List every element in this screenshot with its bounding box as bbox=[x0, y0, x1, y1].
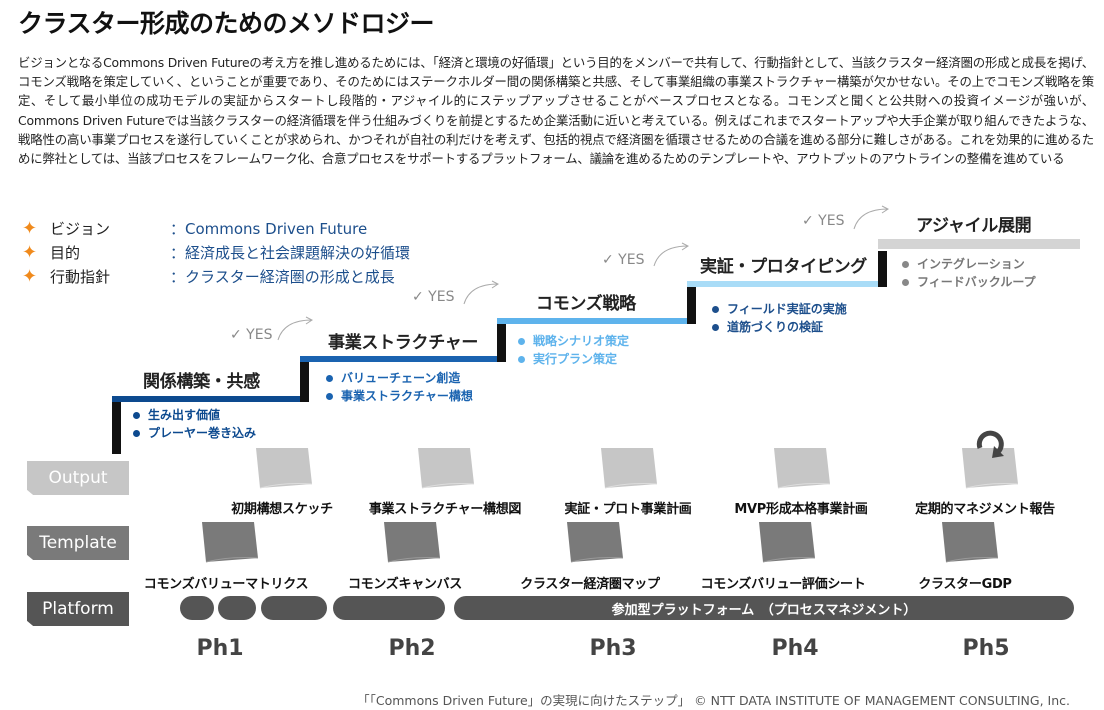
step-title-3: コモンズ戦略 bbox=[536, 294, 636, 314]
row-label-template: Template bbox=[27, 526, 129, 560]
step-title-1: 関係構築・共感 bbox=[143, 372, 260, 392]
document-icon bbox=[256, 448, 313, 489]
step-bar-2 bbox=[300, 356, 506, 362]
step-bar-3 bbox=[497, 318, 696, 324]
step-riser-3 bbox=[497, 324, 506, 362]
template-label: クラスターGDP bbox=[918, 577, 1012, 592]
step-riser-4 bbox=[687, 287, 696, 324]
yes-label-2: ✓ YES bbox=[412, 289, 455, 305]
document-icon bbox=[774, 448, 831, 489]
phase-label-4: Ph4 bbox=[771, 636, 819, 661]
footer-copyright: 「「Commons Driven Future」の実現に向けたステップ」 © N… bbox=[357, 693, 1070, 708]
template-label: コモンズキャンバス bbox=[347, 577, 463, 592]
sparkle-icon: ✦ bbox=[22, 265, 38, 287]
key-item-vision: ✦ ビジョン ：Commons Driven Future bbox=[22, 217, 368, 239]
cycle-arrow-icon bbox=[976, 430, 1004, 458]
curved-arrow-icon bbox=[653, 242, 689, 267]
sparkle-icon: ✦ bbox=[22, 217, 38, 239]
platform-bar: 参加型プラットフォーム （プロセスマネジメント） bbox=[454, 596, 1074, 620]
output-label: 実証・プロト事業計画 bbox=[564, 502, 692, 517]
document-icon bbox=[759, 522, 816, 563]
step-riser-1 bbox=[112, 402, 121, 454]
step-bar-4 bbox=[687, 281, 887, 287]
output-label: 初期構想スケッチ bbox=[231, 502, 333, 517]
curved-arrow-icon bbox=[463, 280, 499, 305]
output-label: 事業ストラクチャー構想図 bbox=[368, 502, 522, 517]
curved-arrow-icon bbox=[277, 316, 313, 341]
list-item: 道筋づくりの検証 bbox=[712, 318, 847, 336]
step-title-5: アジャイル展開 bbox=[916, 216, 1032, 236]
yes-label-3: ✓ YES bbox=[602, 252, 645, 268]
step-riser-5 bbox=[878, 251, 887, 287]
platform-pill bbox=[218, 596, 256, 620]
list-item: バリューチェーン創造 bbox=[326, 369, 473, 387]
phase-label-5: Ph5 bbox=[962, 636, 1010, 661]
row-label-platform: Platform bbox=[27, 592, 129, 626]
step-bullets-1: 生み出す価値 プレーヤー巻き込み bbox=[133, 406, 256, 442]
template-label: コモンズバリュー評価シート bbox=[700, 577, 866, 592]
document-icon bbox=[418, 448, 475, 489]
step-title-4: 実証・プロタイピング bbox=[700, 257, 867, 277]
list-item: フィードバックループ bbox=[902, 273, 1036, 291]
list-item: 実行プラン策定 bbox=[518, 350, 629, 368]
phase-label-1: Ph1 bbox=[196, 636, 244, 661]
key-item-guideline: ✦ 行動指針 ：クラスター経済圏の形成と成長 bbox=[22, 265, 395, 287]
output-label: 定期的マネジメント報告 bbox=[915, 502, 1055, 517]
platform-pill bbox=[261, 596, 327, 620]
phase-label-2: Ph2 bbox=[388, 636, 436, 661]
list-item: プレーヤー巻き込み bbox=[133, 424, 256, 442]
platform-pill bbox=[180, 596, 214, 620]
document-icon bbox=[942, 522, 999, 563]
list-item: インテグレーション bbox=[902, 255, 1036, 273]
step-riser-2 bbox=[300, 362, 309, 402]
step-bar-1 bbox=[112, 396, 308, 402]
template-label: コモンズバリューマトリクス bbox=[143, 577, 309, 592]
description-paragraph: ビジョンとなるCommons Driven Futureの考え方を推し進めるため… bbox=[18, 55, 1094, 167]
page-title: クラスター形成のためのメソドロジー bbox=[18, 9, 435, 38]
step-bullets-2: バリューチェーン創造 事業ストラクチャー構想 bbox=[326, 369, 473, 405]
step-bullets-3: 戦略シナリオ策定 実行プラン策定 bbox=[518, 332, 629, 368]
list-item: フィールド実証の実施 bbox=[712, 300, 847, 318]
yes-label-4: ✓ YES bbox=[802, 213, 845, 229]
row-label-output: Output bbox=[27, 461, 129, 495]
sparkle-icon: ✦ bbox=[22, 241, 38, 263]
list-item: 生み出す価値 bbox=[133, 406, 256, 424]
key-item-purpose: ✦ 目的 ：経済成長と社会課題解決の好循環 bbox=[22, 241, 411, 263]
yes-label-1: ✓ YES bbox=[230, 327, 273, 343]
template-label: クラスター経済圏マップ bbox=[520, 577, 660, 592]
phase-label-3: Ph3 bbox=[589, 636, 637, 661]
list-item: 戦略シナリオ策定 bbox=[518, 332, 629, 350]
document-icon bbox=[202, 522, 259, 563]
list-item: 事業ストラクチャー構想 bbox=[326, 387, 473, 405]
output-label: MVP形成本格事業計画 bbox=[734, 502, 868, 517]
document-icon bbox=[567, 522, 624, 563]
step-bullets-4: フィールド実証の実施 道筋づくりの検証 bbox=[712, 300, 847, 336]
document-icon bbox=[384, 522, 441, 563]
document-icon bbox=[601, 448, 658, 489]
step-bullets-5: インテグレーション フィードバックループ bbox=[902, 255, 1036, 291]
document-icon bbox=[962, 448, 1019, 489]
curved-arrow-icon bbox=[853, 205, 889, 230]
step-title-2: 事業ストラクチャー bbox=[328, 333, 479, 353]
platform-pill bbox=[333, 596, 445, 620]
step-bar-5 bbox=[878, 239, 1080, 249]
